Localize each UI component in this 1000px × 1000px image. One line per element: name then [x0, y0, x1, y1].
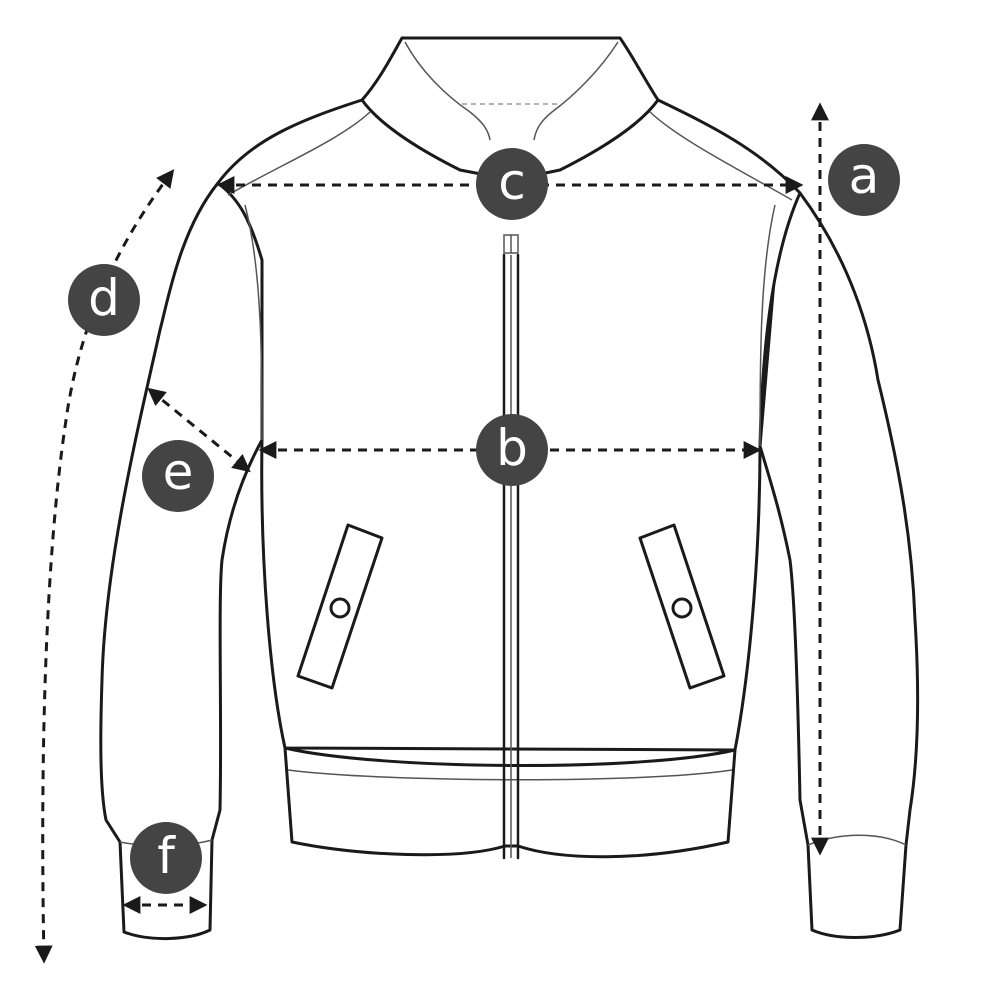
- right-pocket: [638, 523, 726, 690]
- badge-c: c: [476, 148, 548, 220]
- measure-line-d: [34, 169, 175, 964]
- svg-text:b: b: [496, 419, 528, 477]
- svg-text:e: e: [163, 443, 194, 501]
- right-side-seam: [759, 204, 776, 447]
- badge-a: a: [828, 144, 900, 216]
- collar-fold-left: [404, 41, 491, 141]
- collar: [360, 36, 660, 182]
- badge-d: d: [68, 264, 140, 336]
- left-pocket: [296, 523, 384, 690]
- waistband-seam: [287, 769, 733, 781]
- left-side-seam: [244, 204, 263, 441]
- waistband: [283, 746, 737, 859]
- svg-text:c: c: [498, 153, 526, 211]
- right-sleeve: [758, 191, 920, 939]
- badge-f: f: [130, 822, 202, 894]
- svg-text:a: a: [849, 147, 880, 205]
- zipper: [502, 253, 520, 860]
- badge-e: e: [142, 440, 214, 512]
- svg-text:d: d: [88, 269, 120, 327]
- svg-text:f: f: [157, 827, 176, 885]
- badge-b: b: [476, 414, 548, 486]
- collar-fold-right: [533, 41, 619, 141]
